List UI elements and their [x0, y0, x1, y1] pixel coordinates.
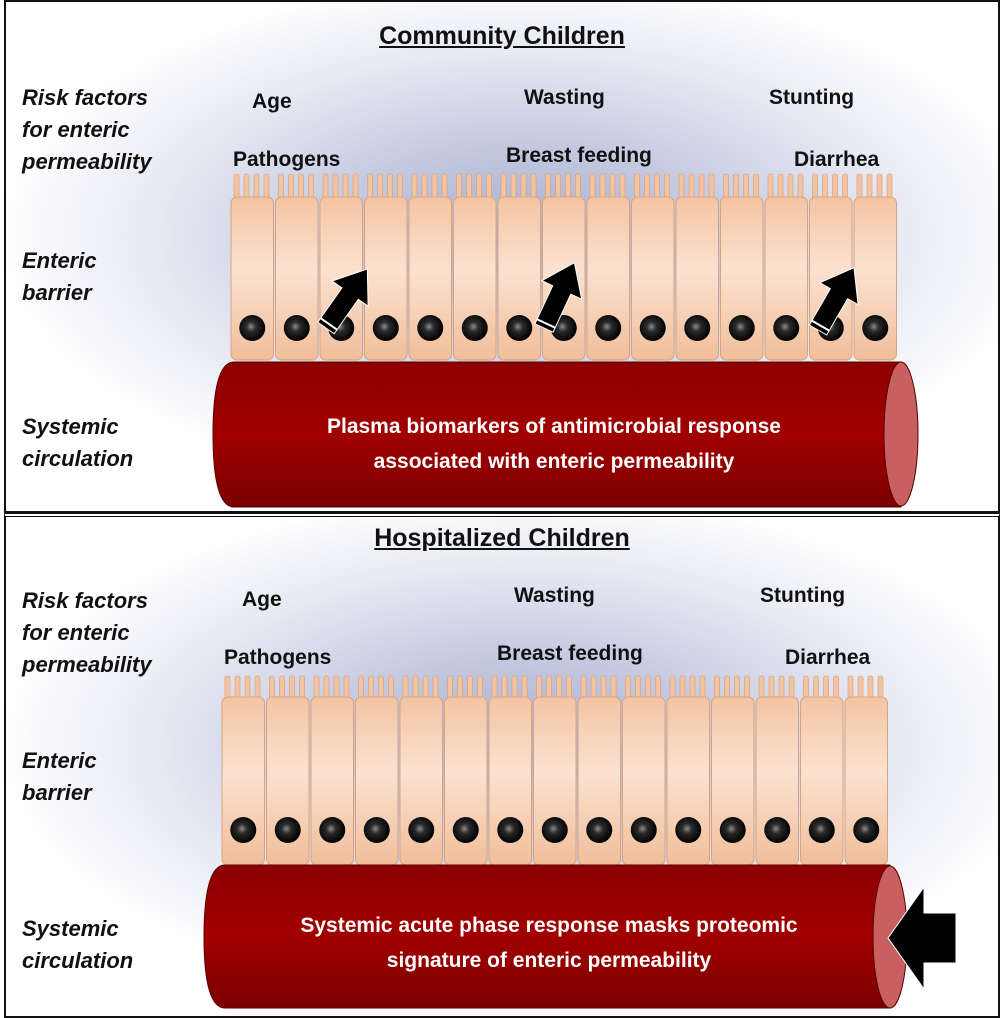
- translocation-arrow-icon: [317, 268, 369, 335]
- blood-vessel: Systemic acute phase response masks prot…: [203, 864, 908, 1009]
- vessel-text-line2: associated with enteric permeability: [374, 450, 735, 473]
- epithelial-cell: [675, 173, 719, 361]
- nucleus: [372, 315, 399, 341]
- epithelial-cell: [275, 173, 319, 361]
- vessel-text-line1: Systemic acute phase response masks prot…: [300, 914, 798, 937]
- systemic-circulation-label: Systemic circulation: [22, 916, 134, 973]
- epithelial-cell: [488, 675, 532, 866]
- epithelial-cell: [266, 675, 310, 866]
- nucleus: [675, 817, 702, 843]
- systemic-circulation-label: Systemic circulation: [22, 414, 134, 471]
- risk-factor-wasting: Wasting: [524, 86, 605, 109]
- nucleus: [808, 817, 835, 843]
- translocation-arrow-icon: [808, 266, 859, 336]
- community-illustration: Plasma biomarkers of antimicrobial respo…: [212, 173, 919, 508]
- risk-factors-label: Risk factors for enteric permeability: [22, 588, 152, 677]
- nucleus: [506, 315, 533, 341]
- nucleus: [239, 315, 266, 341]
- epithelial-cell: [800, 675, 844, 866]
- risk-factor-diarrhea: Diarrhea: [794, 148, 880, 171]
- epithelial-cell: [666, 675, 710, 866]
- epithelial-cell: [364, 173, 408, 361]
- epithelial-cell: [399, 675, 443, 866]
- nucleus: [630, 817, 657, 843]
- risk-factor-pathogens: Pathogens: [224, 646, 332, 669]
- epithelial-cell: [533, 675, 577, 866]
- enteric-barrier-label: Enteric barrier: [22, 248, 97, 305]
- nucleus: [497, 817, 524, 843]
- nucleus: [639, 315, 666, 341]
- epithelial-cell: [853, 173, 897, 361]
- epithelial-cell: [764, 173, 808, 361]
- nucleus: [764, 817, 791, 843]
- nucleus: [862, 315, 889, 341]
- panel-title: Community Children: [379, 22, 625, 50]
- epithelial-cell: [586, 173, 630, 361]
- epithelial-cell: [310, 675, 354, 866]
- hospitalized-illustration: Systemic acute phase response masks prot…: [203, 675, 957, 1009]
- epithelial-cell: [453, 173, 497, 361]
- epithelial-cell: [497, 173, 541, 361]
- acute-phase-arrow-icon: [887, 885, 957, 991]
- nucleus: [853, 817, 880, 843]
- nucleus: [319, 817, 346, 843]
- epithelial-cell: [711, 675, 755, 866]
- epithelial-cell: [622, 675, 666, 866]
- epithelial-cell: [444, 675, 488, 866]
- nucleus: [541, 817, 568, 843]
- epithelial-cell: [809, 173, 853, 361]
- epithelial-cell: [755, 675, 799, 866]
- epithelial-cell: [319, 173, 363, 361]
- nucleus: [586, 817, 613, 843]
- epithelial-cell: [355, 675, 399, 866]
- nucleus: [461, 315, 488, 341]
- epithelial-cells: [221, 675, 888, 866]
- hospitalized-panel: Hospitalized Children Risk factors for e…: [4, 513, 1000, 1018]
- blood-vessel: Plasma biomarkers of antimicrobial respo…: [212, 361, 919, 508]
- nucleus: [728, 315, 755, 341]
- nucleus: [452, 817, 479, 843]
- epithelial-cell: [221, 675, 265, 866]
- epithelial-cell: [230, 173, 274, 361]
- nucleus: [283, 315, 310, 341]
- nucleus: [773, 315, 800, 341]
- enteric-barrier-label: Enteric barrier: [22, 748, 97, 805]
- nucleus: [363, 817, 390, 843]
- nucleus: [719, 817, 746, 843]
- risk-factor-breast-feeding: Breast feeding: [506, 144, 652, 167]
- risk-factor-wasting: Wasting: [514, 584, 595, 607]
- nucleus: [230, 817, 257, 843]
- epithelial-cell: [720, 173, 764, 361]
- epithelial-cell: [408, 173, 452, 361]
- risk-factors-label: Risk factors for enteric permeability: [22, 85, 152, 174]
- nucleus: [417, 315, 444, 341]
- epithelial-cell: [844, 675, 888, 866]
- epithelial-cell: [577, 675, 621, 866]
- risk-factor-stunting: Stunting: [760, 584, 846, 607]
- translocation-arrow-icon: [534, 261, 583, 333]
- risk-factor-stunting: Stunting: [769, 86, 855, 109]
- risk-factor-breast-feeding: Breast feeding: [497, 642, 643, 665]
- epithelial-cells: [230, 173, 897, 361]
- risk-factor-pathogens: Pathogens: [233, 148, 341, 171]
- nucleus: [595, 315, 622, 341]
- panel-title: Hospitalized Children: [374, 524, 630, 552]
- risk-factor-diarrhea: Diarrhea: [785, 646, 871, 669]
- nucleus: [274, 817, 301, 843]
- risk-factor-age: Age: [252, 90, 292, 113]
- vessel-text-line1: Plasma biomarkers of antimicrobial respo…: [327, 415, 781, 438]
- community-panel: Community Children Risk factors for ente…: [4, 0, 1000, 513]
- epithelial-cell: [631, 173, 675, 361]
- nucleus: [408, 817, 435, 843]
- risk-factor-age: Age: [242, 588, 282, 611]
- epithelial-cell: [542, 173, 586, 361]
- nucleus: [684, 315, 711, 341]
- vessel-text-line2: signature of enteric permeability: [387, 949, 712, 972]
